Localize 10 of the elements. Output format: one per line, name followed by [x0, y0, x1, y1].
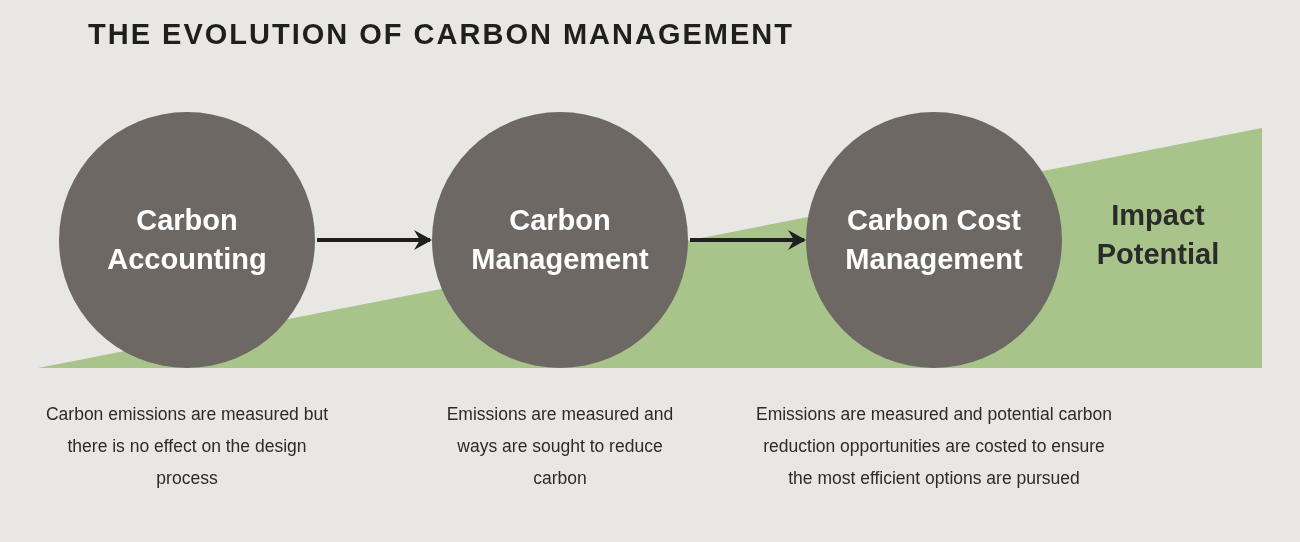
description-text: Emissions are measured and potential carbon reduction opportunities are costed to ensure the most efficient options are pursued [754, 403, 1113, 490]
arrow [317, 230, 432, 250]
circle-label: Carbon Management [470, 203, 650, 277]
arrow [690, 230, 806, 250]
axis-label: Impact Potential [1095, 198, 1221, 272]
title: THE EVOLUTION OF CARBON MANAGEMENT [88, 18, 794, 51]
description-text: Emissions are measured and ways are sought to reduce carbon [445, 403, 675, 490]
circle-label: Carbon Cost Management [844, 203, 1024, 277]
description-text: Carbon emissions are measured but there is no effect on the design process [44, 403, 330, 490]
circle-label: Carbon Accounting [106, 203, 268, 277]
